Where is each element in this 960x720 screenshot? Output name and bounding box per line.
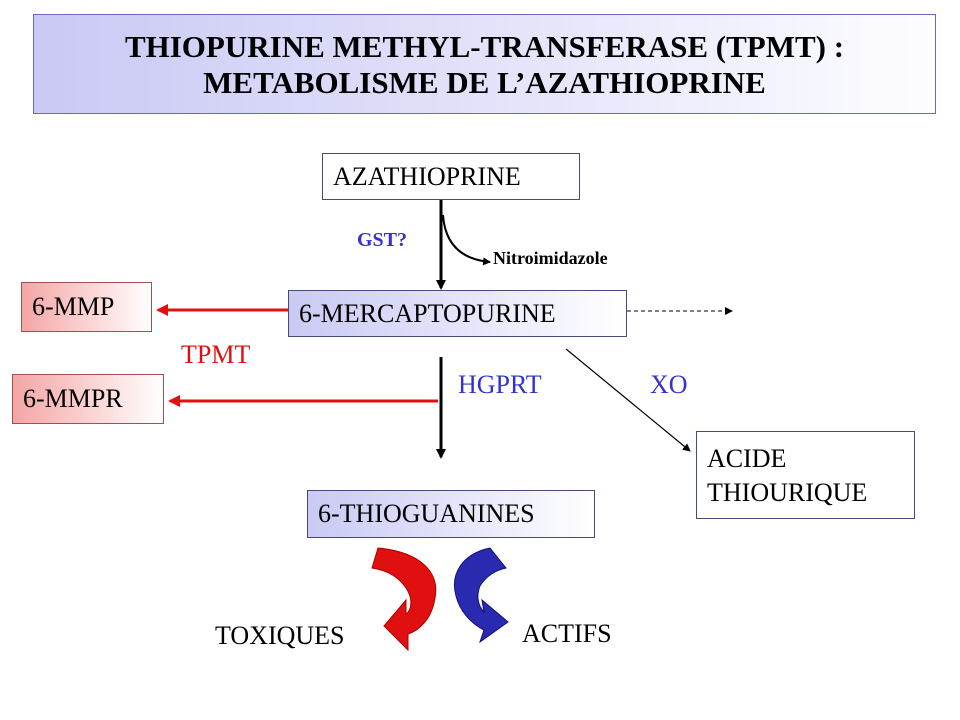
node-6-mmp-label: 6-MMP	[32, 292, 115, 321]
label-tpmt: TPMT	[181, 340, 251, 369]
node-6-mercaptopurine: 6-MERCAPTOPURINE	[288, 290, 627, 337]
label-nitroimidazole: Nitroimidazole	[493, 248, 608, 268]
arrow-nitroimidazole	[442, 214, 491, 266]
node-azathioprine-label: AZATHIOPRINE	[333, 161, 521, 191]
node-azathioprine: AZATHIOPRINE	[322, 153, 580, 200]
title-line-1: THIOPURINE METHYL-TRANSFERASE (TPMT) :	[124, 29, 845, 64]
outcome-toxiques: TOXIQUES	[215, 621, 345, 650]
outcome-actifs: ACTIFS	[522, 619, 612, 648]
label-hgprt: HGPRT	[458, 370, 542, 399]
node-6-mmpr: 6-MMPR	[12, 374, 164, 424]
node-6-mercaptopurine-label: 6-MERCAPTOPURINE	[299, 298, 556, 328]
arrow-6mp-to-acide-thiourique	[565, 348, 691, 452]
blue-curved-arrow	[454, 547, 509, 644]
label-xo: XO	[650, 370, 688, 399]
slide-title: THIOPURINE METHYL-TRANSFERASE (TPMT) : M…	[33, 14, 936, 114]
node-acide-thiourique-line-2: THIOURIQUE	[707, 478, 868, 507]
title-line-2: METABOLISME DE L’AZATHIOPRINE	[203, 65, 766, 100]
label-gst: GST?	[357, 229, 408, 251]
node-6-thioguanines-label: 6-THIOGUANINES	[318, 499, 535, 528]
node-6-thioguanines: 6-THIOGUANINES	[307, 490, 595, 538]
red-curved-arrow	[371, 547, 437, 652]
node-acide-thiourique-line-1: ACIDE	[707, 444, 787, 473]
node-6-mmpr-label: 6-MMPR	[23, 384, 123, 413]
node-6-mmp: 6-MMP	[21, 282, 152, 332]
node-acide-thiourique: ACIDE THIOURIQUE	[696, 431, 915, 519]
